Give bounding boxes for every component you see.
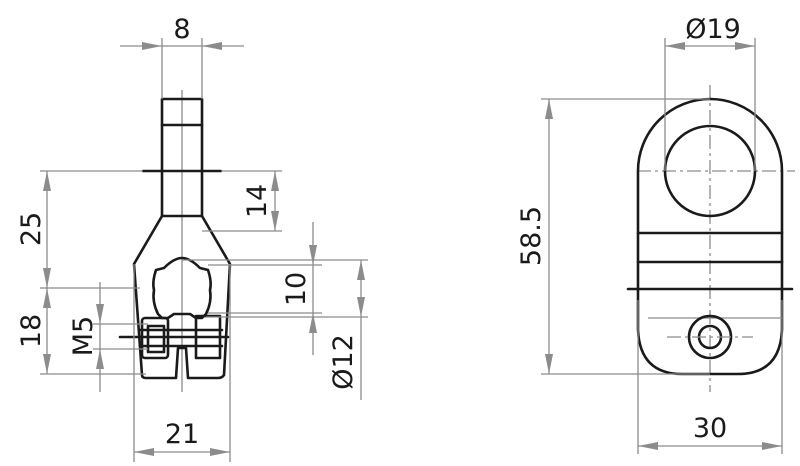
- dim-label-14: 14: [242, 184, 273, 218]
- front-view: Ø19 58.5 30: [516, 14, 795, 454]
- dimension-height-neck: 14: [202, 170, 282, 232]
- dim-label-8: 8: [173, 14, 190, 45]
- dim-label-10: 10: [281, 272, 312, 306]
- dim-label-58-5: 58.5: [516, 206, 547, 266]
- dimension-height-lower: 18: [16, 288, 146, 375]
- dimension-bore-diameter: Ø12: [182, 259, 368, 400]
- dim-label-18: 18: [16, 314, 47, 348]
- dimension-total-height: 58.5: [516, 98, 710, 375]
- dim-label-m5: M5: [68, 316, 99, 356]
- dim-label-21: 21: [165, 419, 199, 450]
- dimension-hole-diameter: Ø19: [664, 14, 756, 171]
- side-view-outline: [118, 97, 232, 380]
- dimension-width-top: 8: [120, 14, 244, 99]
- dimension-thread: M5: [68, 282, 148, 392]
- dimension-height-hole: 10: [208, 222, 322, 355]
- dimension-width-bottom: 21: [133, 264, 231, 462]
- dim-label-diameter-12: Ø12: [328, 334, 359, 390]
- dimension-height-upper: 25: [16, 170, 143, 289]
- dimension-total-width: 30: [637, 300, 783, 454]
- dim-label-30: 30: [693, 413, 727, 444]
- dim-label-25: 25: [16, 212, 47, 246]
- side-view: 8 25 14 10: [16, 14, 368, 462]
- dim-label-diameter-19: Ø19: [685, 14, 741, 45]
